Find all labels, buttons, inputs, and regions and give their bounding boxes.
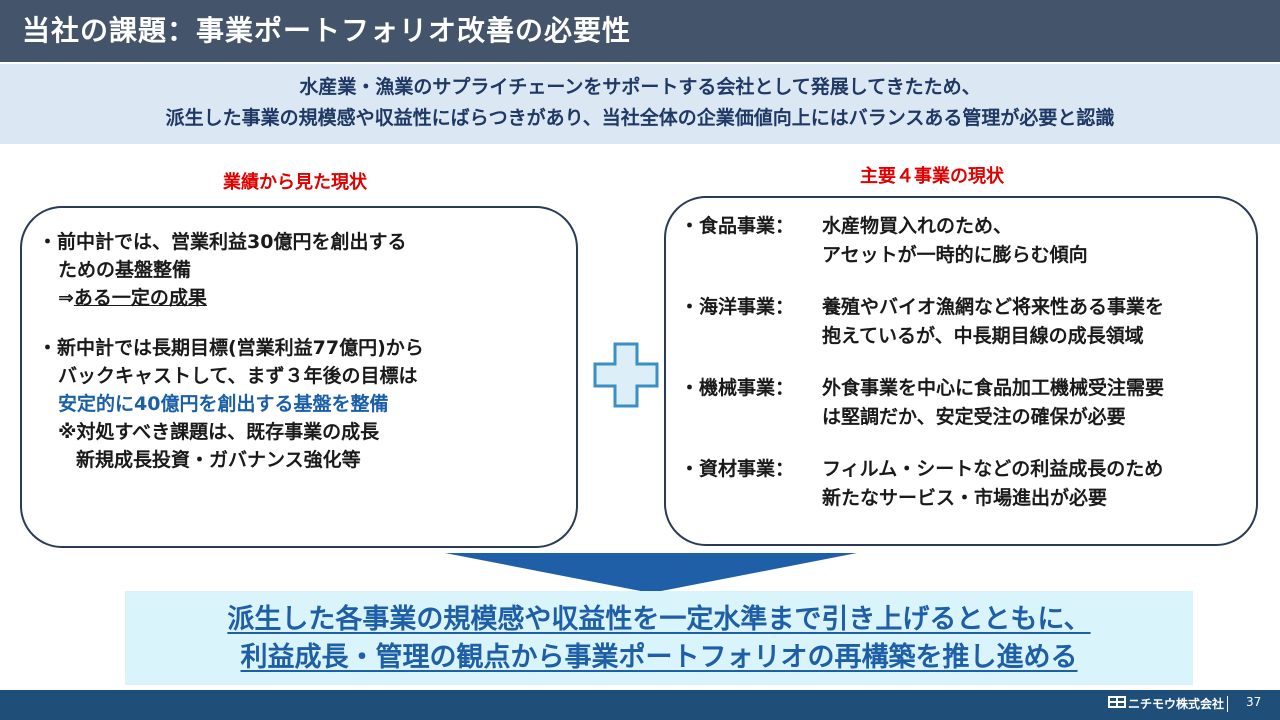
summary-line-2: 派生した事業の規模感や収益性にばらつきがあり、当社全体の企業価値向上にはバランス… (165, 107, 1115, 129)
conclusion-band: 派生した各事業の規模感や収益性を一定水準まで引き上げるとともに、 利益成長・管理… (125, 591, 1193, 685)
business-name: ・海洋事業： (680, 296, 795, 318)
bullet-line: ※対処すべき課題は、既存事業の成長 (58, 421, 380, 443)
bullet-highlight-line: 安定的に40億円を創出する基盤を整備 (58, 393, 389, 415)
business-panel: ・食品事業： 水産物買入れのため、 アセットが一時的に膨らむ傾向 ・海洋事業： … (664, 196, 1258, 546)
bullet-previous-plan: ・前中計では、営業利益30億円を創出する ための基盤整備 ⇒ある一定の成果 (38, 228, 576, 312)
bullet-line: ・新中計では長期目標(営業利益77億円)から (38, 337, 424, 359)
business-desc-line: 外食事業を中心に食品加工機械受注需要 (822, 377, 1165, 399)
performance-panel: ・前中計では、営業利益30億円を創出する ための基盤整備 ⇒ある一定の成果 ・新… (20, 206, 578, 548)
conclusion-line-2: 利益成長・管理の観点から事業ポートフォリオの再構築を推し進める (240, 642, 1078, 673)
summary-band: 水産業・漁業のサプライチェーンをサポートする会社として発展してきたため、 派生し… (0, 64, 1280, 144)
business-desc-line: アセットが一時的に膨らむ傾向 (822, 244, 1088, 266)
right-section-heading: 主要４事業の現状 (860, 166, 1004, 187)
page-title: 当社の課題：事業ポートフォリオ改善の必要性 (0, 0, 1280, 62)
business-name: ・資材事業： (680, 458, 795, 480)
bullet-line: バックキャストして、まず３年後の目標は (58, 365, 418, 387)
business-description: 水産物買入れのため、 アセットが一時的に膨らむ傾向 (822, 212, 1088, 270)
business-desc-line: 抱えているが、中長期目線の成長領域 (822, 325, 1144, 347)
footer-company-name: ニチモウ株式会社 (1128, 697, 1225, 711)
summary-line-1: 水産業・漁業のサプライチェーンをサポートする会社として発展してきたため、 (299, 76, 981, 98)
business-name: ・食品事業： (680, 215, 795, 237)
business-desc-line: 水産物買入れのため、 (822, 215, 1013, 237)
business-item-machinery: ・機械事業： 外食事業を中心に食品加工機械受注需要 は堅調だか、安定受注の確保が… (680, 374, 1256, 432)
left-section-heading: 業績から見た現状 (223, 172, 367, 193)
business-item-materials: ・資材事業： フィルム・シートなどの利益成長のため 新たなサービス・市場進出が必… (680, 455, 1256, 513)
plus-icon (593, 342, 659, 408)
company-logo-icon (1108, 696, 1126, 708)
down-arrow-icon (445, 553, 857, 593)
business-item-food: ・食品事業： 水産物買入れのため、 アセットが一時的に膨らむ傾向 (680, 212, 1256, 270)
business-desc-line: 新たなサービス・市場進出が必要 (822, 487, 1108, 509)
conclusion-line-1: 派生した各事業の規模感や収益性を一定水準まで引き上げるとともに、 (227, 604, 1091, 635)
result-text: ある一定の成果 (73, 287, 207, 309)
business-desc-line: 養殖やバイオ漁網など将来性ある事業を (822, 296, 1165, 318)
business-desc-line: は堅調だか、安定受注の確保が必要 (822, 406, 1126, 428)
footer-separator (1227, 696, 1228, 712)
bullet-line: 新規成長投資・ガバナンス強化等 (76, 449, 361, 471)
business-desc-line: フィルム・シートなどの利益成長のため (822, 458, 1164, 480)
business-item-marine: ・海洋事業： 養殖やバイオ漁網など将来性ある事業を 抱えているが、中長期目線の成… (680, 293, 1256, 351)
result-arrow: ⇒ (58, 287, 74, 309)
bullet-line: ・前中計では、営業利益30億円を創出する (38, 231, 407, 253)
business-description: 外食事業を中心に食品加工機械受注需要 は堅調だか、安定受注の確保が必要 (822, 374, 1164, 432)
page-number: 37 (1246, 695, 1262, 709)
footer-bar: ニチモウ株式会社 37 (0, 690, 1280, 720)
business-description: 養殖やバイオ漁網など将来性ある事業を 抱えているが、中長期目線の成長領域 (822, 293, 1164, 351)
bullet-line: ための基盤整備 (58, 259, 192, 281)
bullet-result-line: ⇒ある一定の成果 (38, 284, 576, 312)
bullet-new-plan: ・新中計では長期目標(営業利益77億円)から バックキャストして、まず３年後の目… (38, 334, 576, 474)
business-name: ・機械事業： (680, 377, 795, 399)
business-description: フィルム・シートなどの利益成長のため 新たなサービス・市場進出が必要 (822, 455, 1163, 513)
